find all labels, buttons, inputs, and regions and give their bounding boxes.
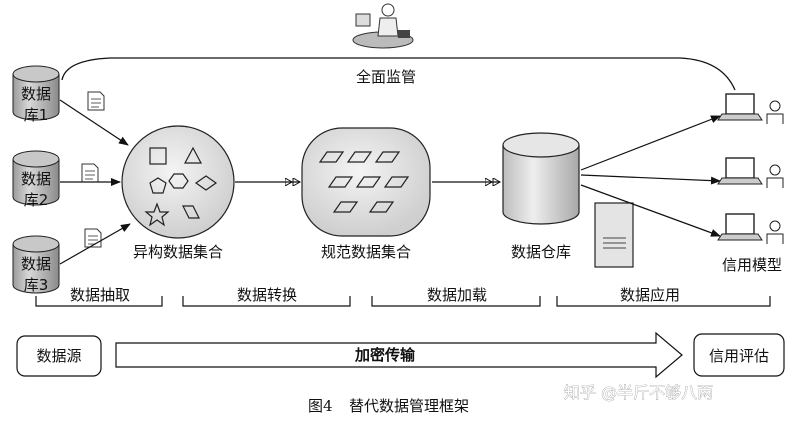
diamond-shape: [194, 175, 218, 191]
parallelogram-shape: [332, 201, 359, 213]
normalized-label: 规范数据集合: [321, 243, 411, 261]
phase-brackets: [35, 296, 771, 307]
encrypted-transfer-label: 加密传输: [354, 346, 416, 364]
arrow: [580, 184, 721, 237]
normalized-data-set: [301, 127, 431, 237]
credit-model-label: 信用模型: [722, 256, 782, 274]
arrow: [59, 99, 129, 146]
hexagon-shape: [168, 173, 189, 189]
phase-apply: 数据应用: [620, 286, 680, 304]
database-2: 数据 库2: [12, 150, 60, 209]
heterogeneous-data-set: [121, 125, 235, 239]
database-3-label-2: 库3: [24, 276, 49, 294]
triangle-shape: [184, 146, 202, 164]
document-icon: [87, 91, 105, 111]
document-icon: [84, 228, 102, 248]
parallelogram-shape: [182, 205, 200, 219]
arrow: [59, 223, 131, 265]
warehouse-label: 数据仓库: [511, 243, 571, 261]
database-2-label-1: 数据: [21, 170, 51, 188]
encrypted-transfer-arrow: [115, 331, 683, 379]
credit-evaluation-label: 信用评估: [709, 347, 769, 365]
phase-transform: 数据转换: [237, 286, 297, 304]
laptop-user-icon: [717, 93, 784, 124]
supervision-arc: [61, 57, 736, 91]
square-shape: [149, 147, 167, 165]
database-1-label-2: 库1: [24, 106, 49, 124]
top-label: 全面监管: [356, 68, 416, 86]
laptop-user-icon: [717, 157, 784, 188]
parallelogram-shape: [383, 176, 410, 188]
database-3: 数据 库3: [12, 235, 60, 294]
arrow: [580, 115, 721, 171]
heterogeneous-label: 异构数据集合: [133, 243, 223, 261]
supervisor-icon: [352, 3, 414, 49]
credit-evaluation-box: [693, 333, 785, 377]
parallelogram-shape: [346, 151, 373, 163]
phase-load: 数据加载: [427, 286, 487, 304]
parallelogram-shape: [368, 201, 395, 213]
parallelogram-shape: [374, 151, 401, 163]
laptop-user-icon: [717, 213, 784, 244]
server-icon: [594, 202, 634, 268]
star-shape: [144, 202, 170, 227]
phase-extract: 数据抽取: [70, 286, 130, 304]
figure-number: 图4: [308, 397, 333, 415]
database-1-label-1: 数据: [21, 85, 51, 103]
figure-title: 替代数据管理框架: [349, 397, 469, 415]
data-warehouse-icon: [502, 132, 580, 225]
document-icon: [81, 163, 99, 183]
database-3-label-1: 数据: [21, 255, 51, 273]
parallelogram-shape: [327, 176, 354, 188]
pentagon-shape: [149, 177, 167, 194]
database-2-label-2: 库2: [24, 191, 49, 209]
data-source-box: [16, 335, 102, 377]
parallelogram-shape: [318, 151, 345, 163]
data-source-label: 数据源: [36, 347, 81, 365]
database-1: 数据 库1: [12, 65, 60, 124]
watermark: 知乎 @半斤不够八两: [564, 383, 713, 402]
arrow: [580, 174, 721, 185]
parallelogram-shape: [355, 176, 382, 188]
